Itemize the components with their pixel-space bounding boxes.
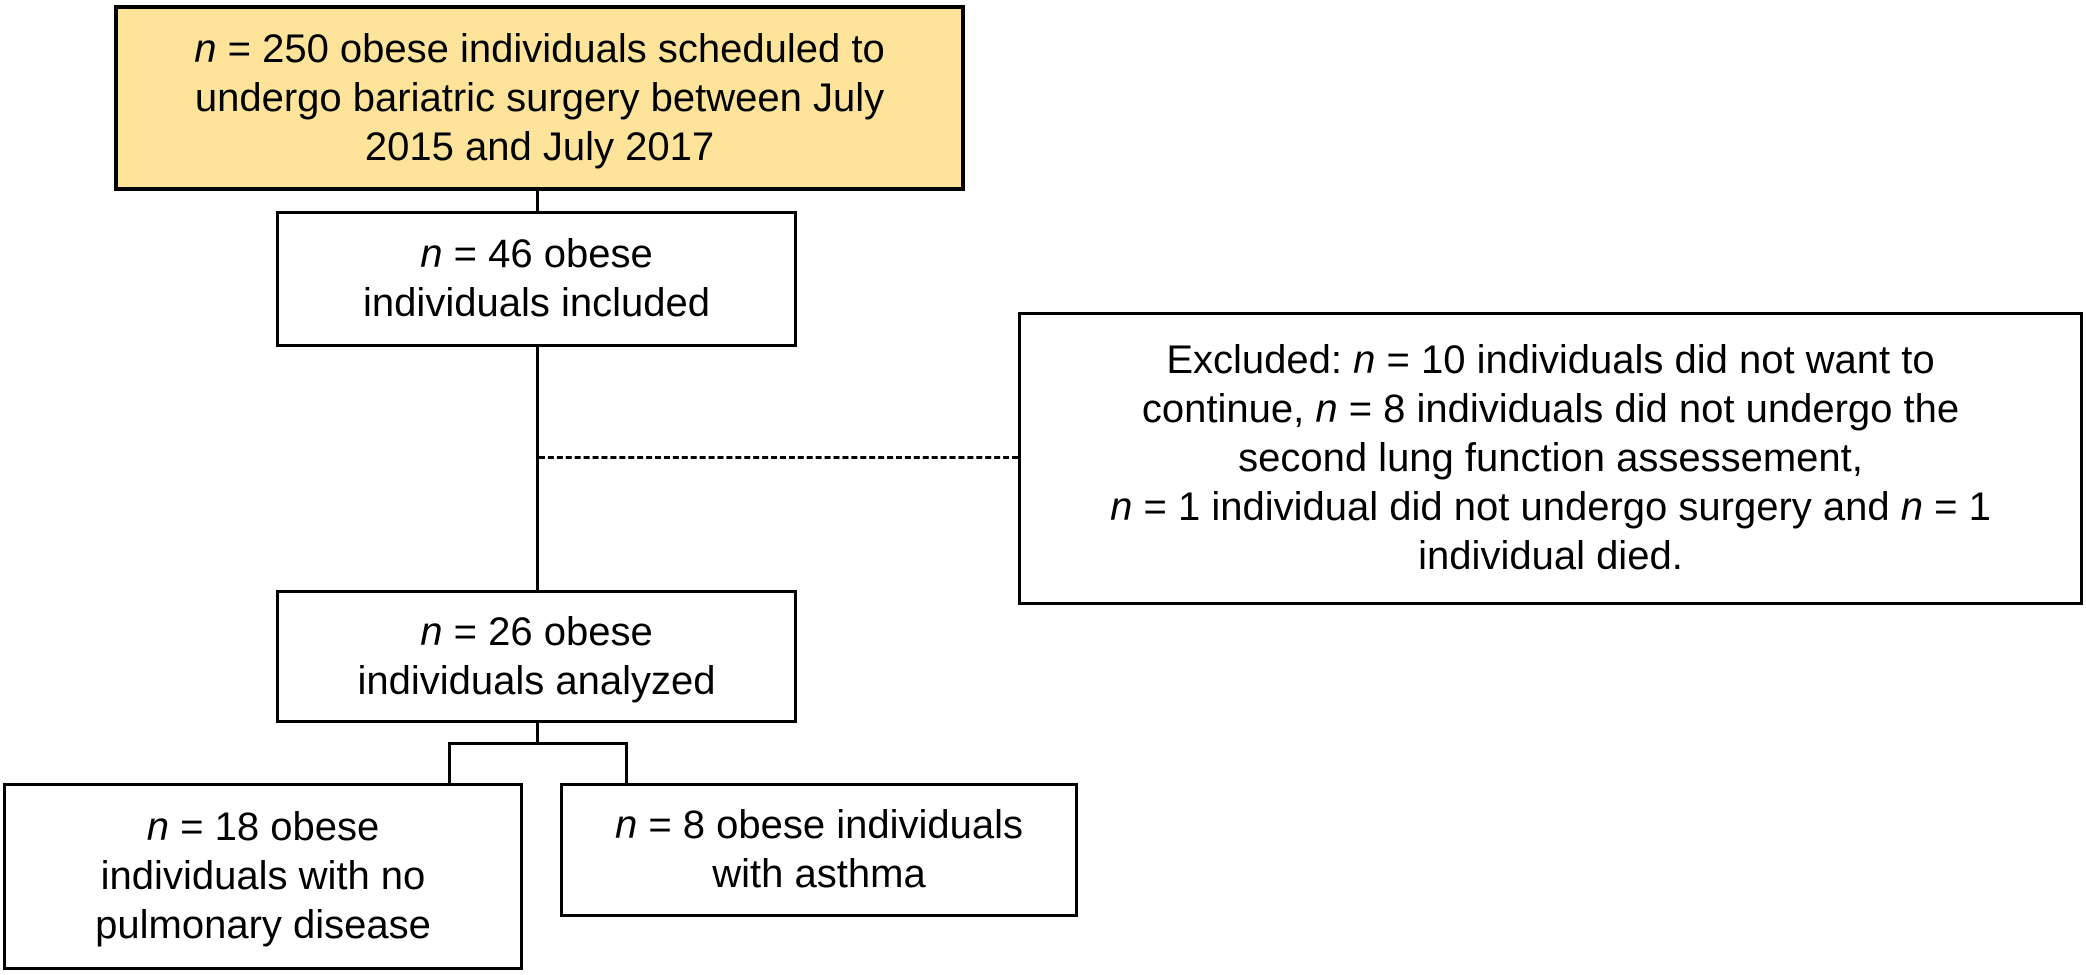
text-line: 2015 and July 2017 — [364, 124, 715, 169]
box-excluded: Excluded: n = 10 individuals did not wan… — [1018, 312, 2083, 605]
text-line: individual died. — [1418, 534, 1683, 578]
split-bracket-horizontal — [448, 742, 628, 745]
text-line: second lung function assessement, — [1238, 436, 1863, 480]
text-line: individuals analyzed — [357, 658, 716, 703]
box-included: n = 46 obese individuals included — [276, 211, 797, 347]
text-line: individuals with no — [100, 854, 426, 898]
text-line: continue, n = 8 individuals did not unde… — [1141, 387, 1960, 431]
box-no-pulmonary-disease: n = 18 obese individuals with no pulmonary… — [3, 783, 523, 970]
text-line: with asthma — [712, 852, 926, 896]
text-line: n = 1 individual did not undergo surgery… — [1110, 485, 1991, 529]
connector-analyzed-to-split — [536, 722, 539, 745]
box-asthma: n = 8 obese individuals with asthma — [560, 783, 1078, 917]
text-line: n = 8 obese individuals — [614, 803, 1024, 847]
connector-dashed-to-excluded — [539, 456, 1018, 459]
split-bracket-left-stub — [448, 742, 451, 784]
text-line: n = 18 obese — [146, 805, 380, 849]
text-line: individuals included — [363, 281, 710, 325]
split-bracket-right-stub — [625, 742, 628, 784]
connector-scheduled-to-included — [536, 190, 539, 213]
text-line: undergo bariatric surgery between July — [194, 75, 885, 120]
text-line: Excluded: n = 10 individuals did not wan… — [1166, 338, 1935, 382]
text-line: n = 250 obese individuals scheduled to — [194, 26, 885, 71]
text-line: n = 46 obese — [420, 232, 653, 276]
text-line: pulmonary disease — [95, 903, 431, 947]
text-line: n = 26 obese — [420, 609, 653, 654]
connector-included-to-analyzed — [536, 346, 539, 592]
